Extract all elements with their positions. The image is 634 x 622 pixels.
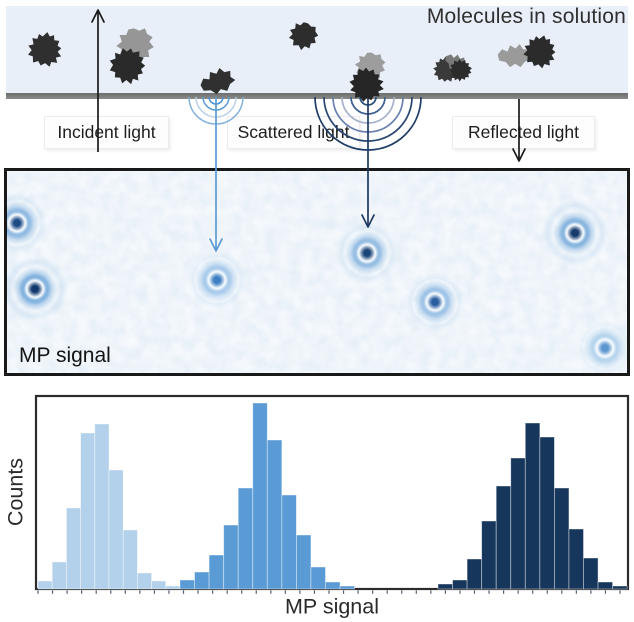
histogram-bar — [37, 580, 53, 590]
coverslip-surface — [6, 93, 628, 99]
mp-signal-spot — [578, 321, 627, 373]
histogram-chart — [34, 394, 630, 594]
histogram-bar — [151, 580, 167, 590]
histogram-bar — [194, 571, 210, 590]
histogram-bar — [452, 579, 468, 590]
mp-signal-image-label: MP signal — [19, 344, 111, 367]
histogram-series-species-3-high-mass — [437, 422, 628, 590]
histogram-bar — [165, 585, 181, 590]
histogram-bar — [223, 524, 239, 590]
histogram-bar — [237, 487, 254, 590]
histogram-bar — [252, 402, 268, 590]
mp-signal-spot — [336, 222, 398, 284]
image-noise — [7, 171, 627, 373]
histogram-bar — [94, 423, 110, 590]
histogram-bar — [122, 529, 138, 590]
figure-title: Molecules in solution — [426, 5, 626, 28]
mp-signal-spot — [542, 200, 608, 266]
mp-signal-spot — [188, 251, 246, 309]
histogram-bar — [295, 534, 312, 590]
histogram-bar — [539, 436, 555, 590]
histogram-bar — [80, 432, 96, 590]
histogram-bar — [437, 583, 453, 590]
incident-light-label: Incident light — [44, 116, 169, 149]
histogram-bar — [137, 572, 153, 590]
histogram-bar — [466, 558, 483, 590]
histogram-bar — [281, 494, 297, 590]
histogram-bar — [583, 557, 599, 590]
histogram-bar — [612, 585, 628, 590]
histogram-series-species-1-low-mass — [37, 423, 181, 590]
image-noise-background — [7, 171, 627, 373]
histogram-bar — [310, 566, 326, 590]
histogram-bar — [597, 581, 613, 590]
histogram-bar — [108, 469, 124, 590]
histogram-bar — [524, 422, 541, 590]
y-axis-label: Counts — [3, 457, 28, 527]
histogram-bar — [510, 457, 526, 590]
histogram-bar — [66, 507, 82, 590]
x-axis-label: MP signal — [284, 594, 380, 619]
mp-signal-spot — [7, 256, 68, 322]
mp-signal-image: MP signal — [4, 168, 630, 376]
reflected-light-label: Reflected light — [452, 116, 595, 149]
x-axis-ticks — [37, 590, 621, 594]
histogram-bar — [179, 579, 195, 590]
histogram-bar — [51, 561, 67, 590]
histogram-bar — [208, 554, 225, 590]
scattered-light-label: Scattered light — [227, 116, 360, 149]
histogram-series-species-2-mid-mass — [179, 402, 355, 590]
histogram-bar — [481, 520, 497, 590]
mp-signal-spot — [406, 273, 464, 331]
histogram-bar — [568, 528, 584, 590]
histogram-bar — [325, 581, 341, 590]
histogram-bar — [266, 439, 283, 590]
histogram-bar — [554, 487, 570, 590]
histogram-bar — [495, 485, 512, 590]
histogram-bar — [339, 585, 355, 590]
